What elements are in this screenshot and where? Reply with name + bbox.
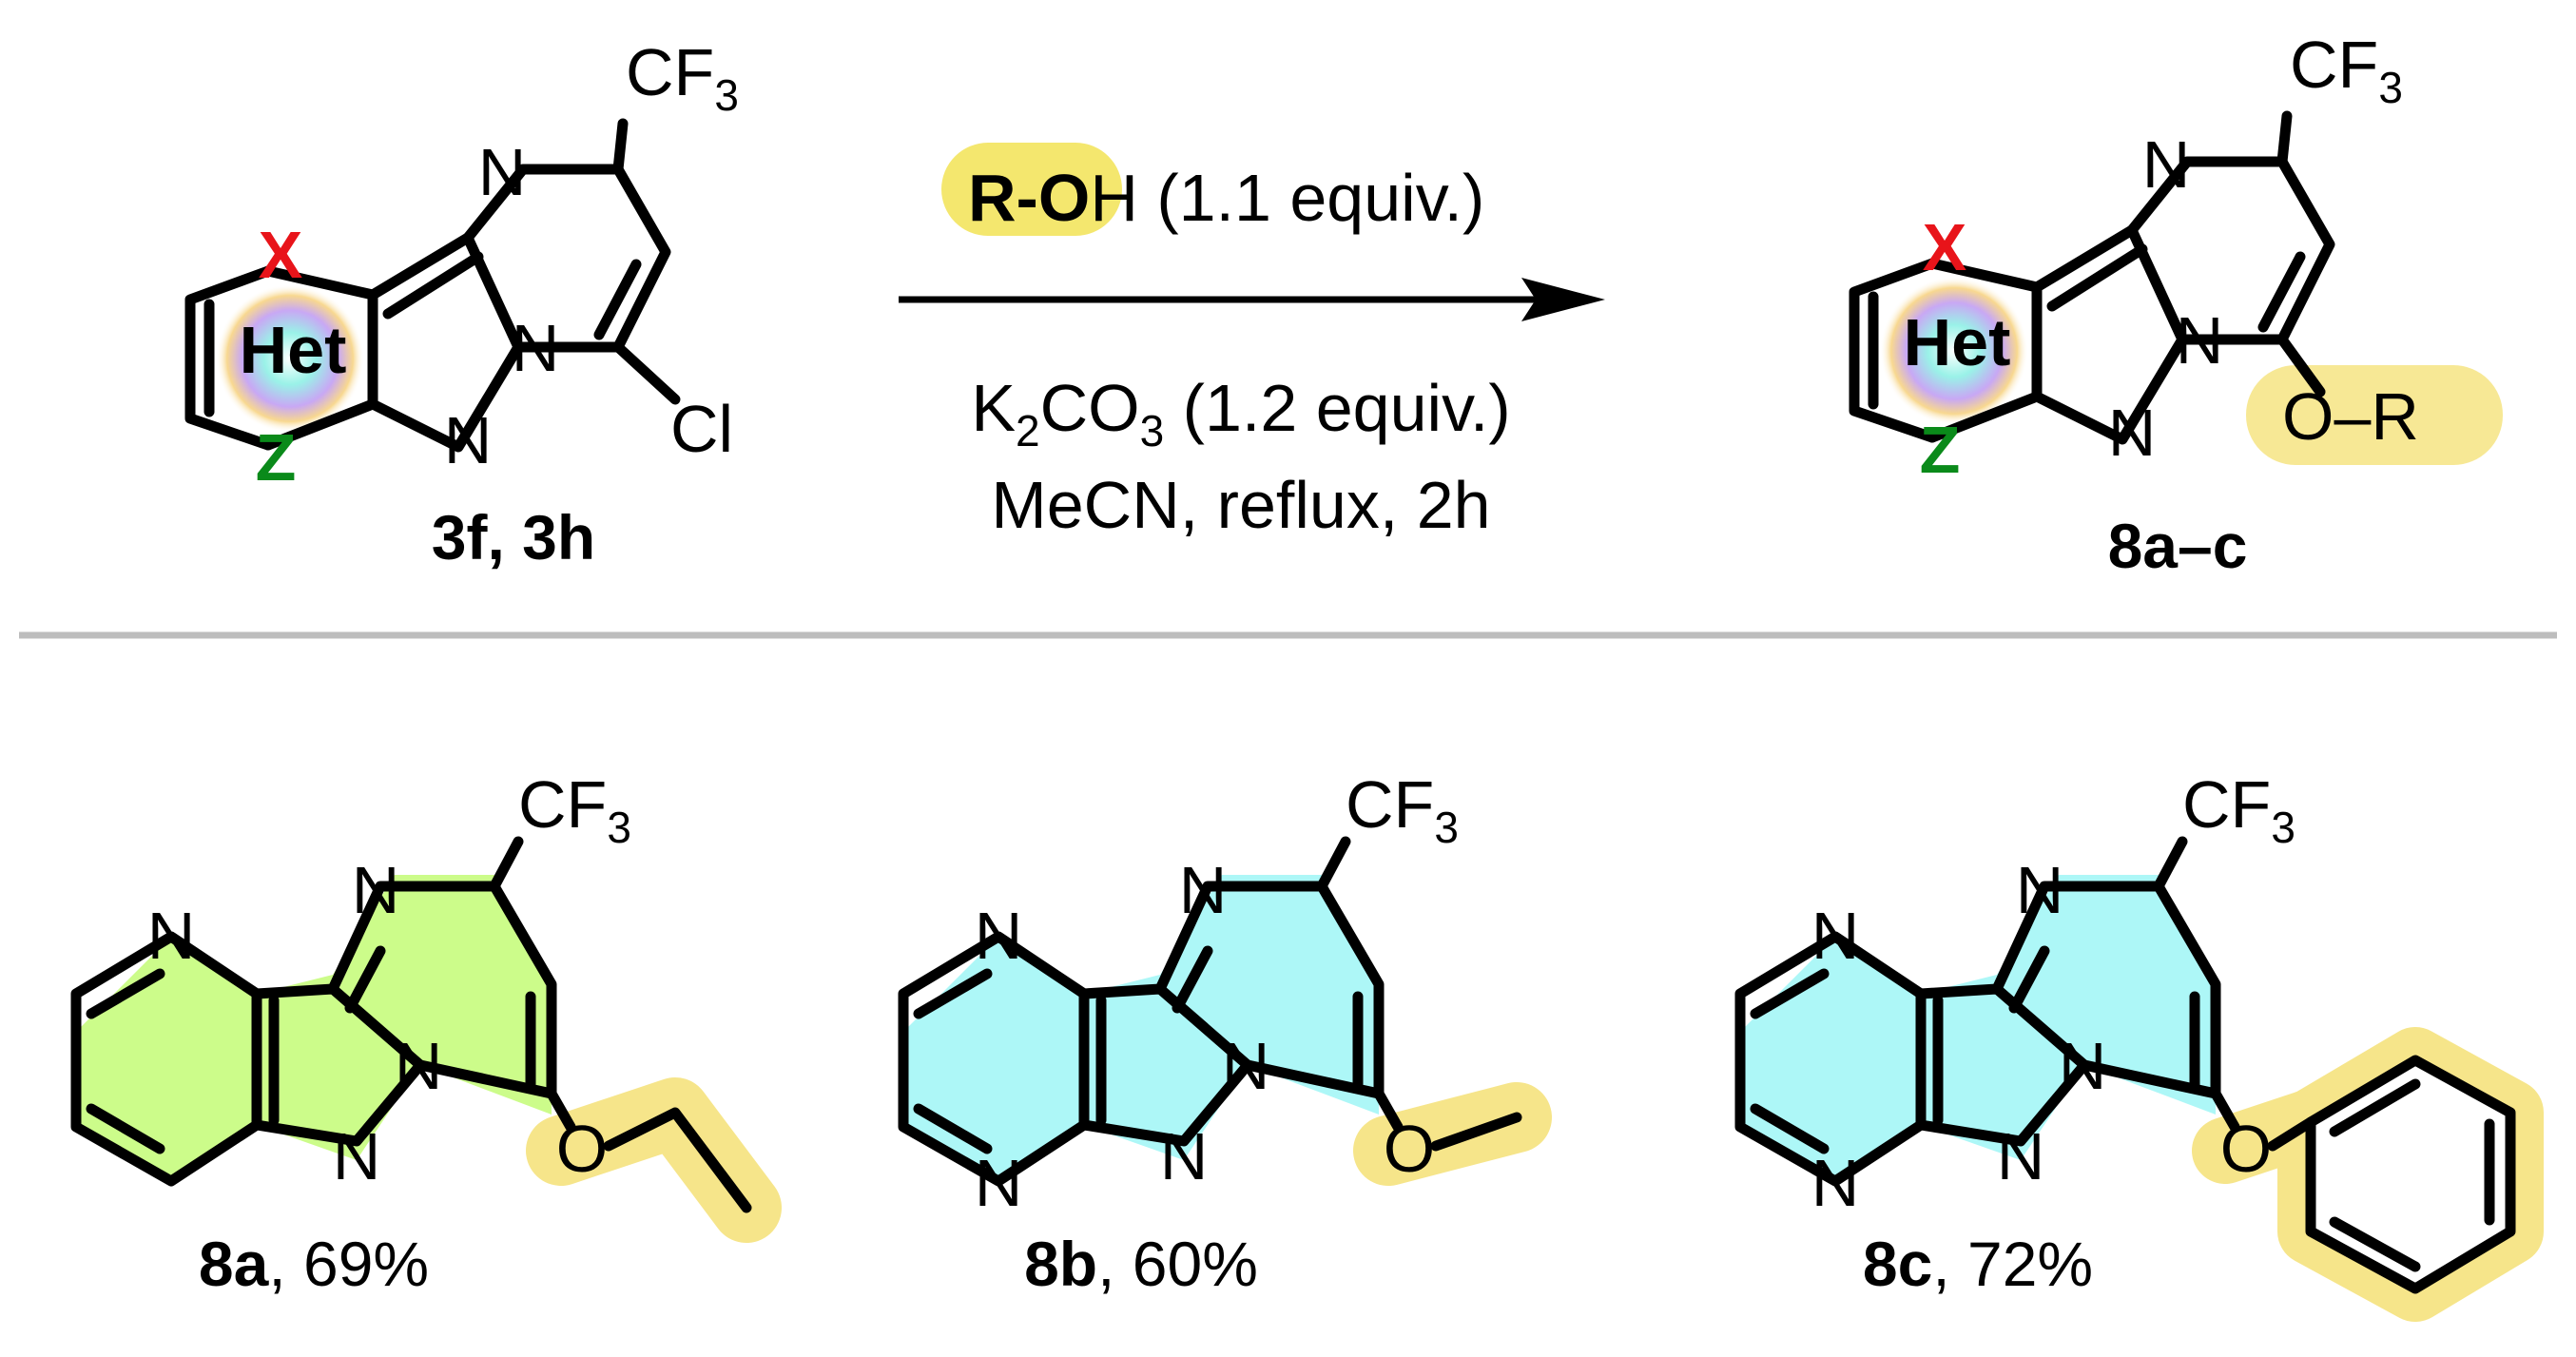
or-group: O–R	[2282, 379, 2419, 454]
product-structure: X Z Het N N N CF3 O–R 8a–c	[1849, 28, 2503, 581]
het-gradient-blob	[1880, 277, 2028, 425]
het-label: Het	[1904, 305, 2011, 379]
cf3-group: CF3	[2290, 28, 2403, 112]
x-atom-label: X	[259, 218, 303, 292]
cf3-group: CF3	[1346, 767, 1459, 852]
product-8a-label: 8a, 69%	[199, 1229, 429, 1299]
z-atom-label: Z	[1920, 413, 1961, 487]
cf3-group: CF3	[2182, 767, 2295, 852]
n-top-atom: N	[352, 853, 400, 927]
n-bridge-atom: N	[512, 311, 560, 385]
cf3-group: CF3	[518, 767, 631, 852]
n-bottom-atom: N	[2108, 396, 2157, 470]
product-8a: CF3 N N N N O 8a, 69%	[70, 767, 782, 1299]
n-bridge-atom: N	[2059, 1029, 2107, 1103]
n-bridge-atom: N	[1222, 1029, 1270, 1103]
n-pyrazine-bottom-atom: N	[1811, 1146, 1860, 1220]
n-bottom-atom: N	[444, 403, 493, 477]
product-8c: CF3 N N N N N O 8c, 72%	[1734, 767, 2544, 1322]
n-bottom-atom: N	[333, 1119, 381, 1193]
reactant-structure: X Z Het N N N CF3 Cl 3f, 3h	[184, 35, 739, 572]
product-label: 8a–c	[2108, 511, 2248, 581]
chlorine-atom: Cl	[670, 392, 733, 466]
reaction-arrow-head	[1521, 278, 1605, 321]
oxygen-atom: O	[2220, 1112, 2272, 1186]
product-8b: CF3 N N N N N O 8b, 60%	[898, 767, 1552, 1299]
reagent-highlight	[941, 143, 1122, 236]
z-atom-label: Z	[256, 420, 297, 494]
n-pyrazine-top-atom: N	[1811, 899, 1860, 973]
het-gradient-blob	[216, 284, 364, 433]
reactant-label: 3f, 3h	[432, 502, 595, 572]
cf3-group: CF3	[626, 35, 739, 120]
n-pyrazine-top-atom: N	[975, 899, 1023, 973]
n-top-atom: N	[2016, 853, 2064, 927]
n-top-atom: N	[478, 135, 527, 209]
n-bottom-atom: N	[1160, 1119, 1209, 1193]
n-top-atom: N	[1179, 853, 1228, 927]
base-text: K2CO3 (1.2 equiv.)	[971, 371, 1510, 456]
product-8b-label: 8b, 60%	[1024, 1229, 1258, 1299]
reaction-conditions: R-OH (1.1 equiv.) K2CO3 (1.2 equiv.) MeC…	[899, 143, 1605, 542]
n-bridge-atom: N	[2176, 303, 2224, 378]
n-bridge-atom: N	[395, 1029, 443, 1103]
het-label: Het	[240, 313, 347, 387]
oxygen-atom: O	[556, 1112, 608, 1186]
ring-fill-8c	[1740, 875, 2216, 1181]
n-bottom-atom: N	[1997, 1119, 2045, 1193]
oxygen-atom: O	[1384, 1112, 1435, 1186]
ring-fill-8b	[903, 875, 1379, 1181]
n-pyrazine-bottom-atom: N	[975, 1146, 1023, 1220]
n-pyridine-atom: N	[147, 899, 196, 973]
x-atom-label: X	[1923, 210, 1967, 284]
ring-fill-8a	[76, 875, 552, 1181]
or-highlight	[2246, 365, 2503, 465]
reagent-text: R-OH (1.1 equiv.)	[968, 161, 1484, 235]
solvent-text: MeCN, reflux, 2h	[991, 468, 1490, 542]
n-top-atom: N	[2142, 127, 2191, 202]
product-8c-label: 8c, 72%	[1863, 1229, 2093, 1299]
